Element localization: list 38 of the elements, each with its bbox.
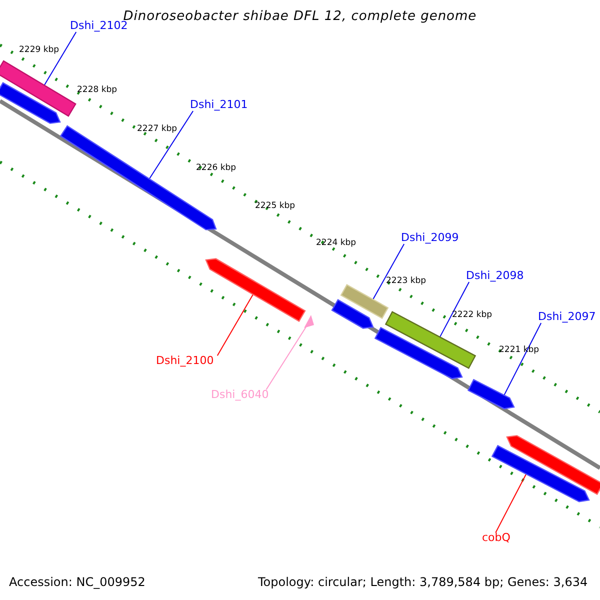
gene-feature bbox=[340, 284, 389, 320]
footer-text: Accession: NC_009952 bbox=[9, 576, 146, 590]
gene-feature bbox=[491, 444, 590, 502]
gene-feature bbox=[0, 82, 61, 124]
leader-line bbox=[504, 322, 542, 396]
scale-label: 2223 kbp bbox=[386, 277, 426, 286]
leader-line bbox=[216, 294, 254, 356]
scale-label: 2226 kbp bbox=[196, 164, 236, 174]
scale-label: 2225 kbp bbox=[255, 202, 296, 212]
scale-label: 2224 kbp bbox=[316, 239, 356, 248]
leader-line bbox=[495, 474, 527, 534]
leader-line bbox=[44, 32, 77, 86]
gene-feature bbox=[374, 326, 463, 380]
gene-label: Dshi_2099 bbox=[401, 232, 459, 244]
gene-feature bbox=[331, 298, 374, 329]
scale-label: 2227 kbp bbox=[137, 125, 178, 134]
gene-feature bbox=[384, 310, 476, 370]
gene-label: Dshi_2100 bbox=[156, 355, 214, 368]
gene-label: Dshi_2102 bbox=[70, 20, 128, 32]
scale-label: 2222 kbp bbox=[452, 311, 492, 320]
gene-label: cobQ bbox=[482, 532, 510, 544]
leader-line bbox=[148, 110, 194, 180]
leader-line bbox=[439, 282, 470, 338]
gene-label: Dshi_2097 bbox=[538, 311, 596, 324]
gene-feature bbox=[0, 60, 76, 117]
gene-feature bbox=[205, 258, 306, 322]
gene-label: Dshi_6040 bbox=[211, 389, 269, 402]
gene-feature bbox=[304, 315, 314, 328]
leader-line bbox=[266, 326, 306, 390]
gene-label: Dshi_2101 bbox=[190, 99, 248, 112]
gene-feature bbox=[506, 435, 600, 496]
leader-line bbox=[372, 244, 405, 300]
gene-feature bbox=[468, 378, 515, 410]
scale-label: 2229 kbp bbox=[19, 46, 60, 56]
scale-label: 2228 kbp bbox=[77, 86, 118, 96]
footer-text: Topology: circular; Length: 3,789,584 bp; Genes: 3,634 bbox=[258, 576, 588, 590]
gene-label: Dshi_2098 bbox=[466, 270, 524, 282]
gene-feature bbox=[60, 125, 217, 230]
